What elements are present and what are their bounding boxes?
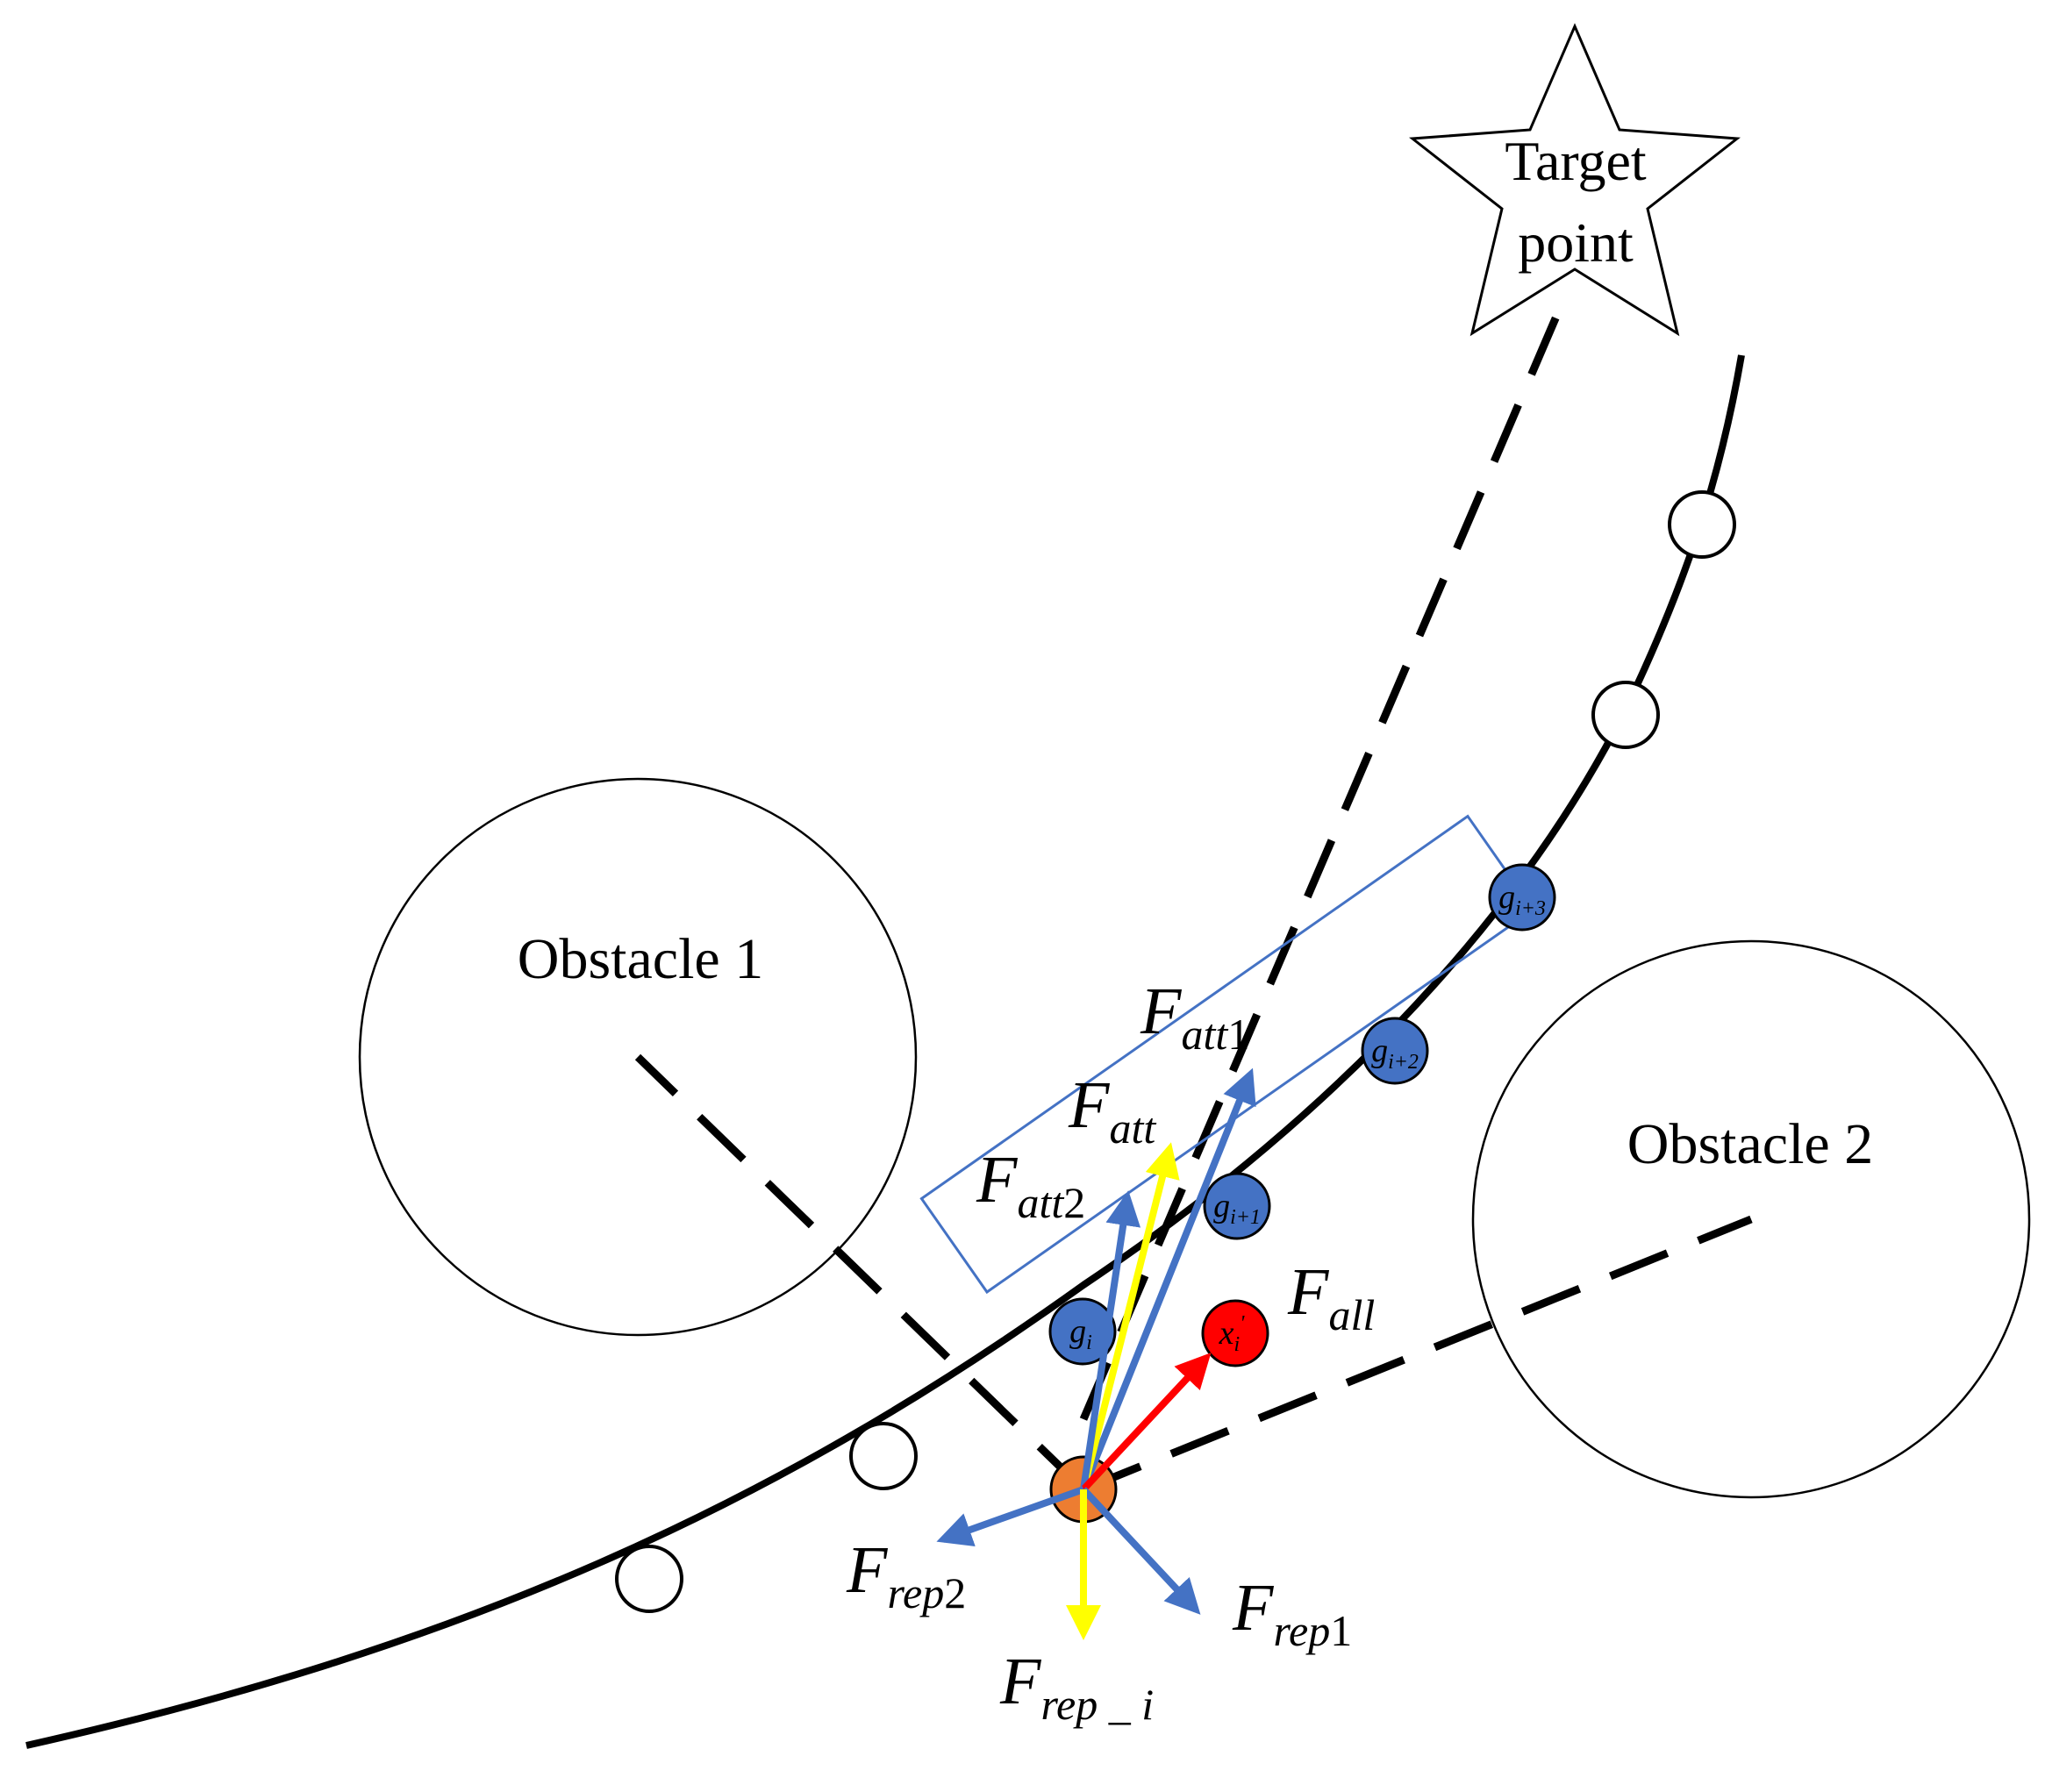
path-curve xyxy=(25,354,1745,1749)
target-star xyxy=(1409,23,1741,337)
dashed-line-to-obstacle-1 xyxy=(634,1053,1087,1493)
arrow-f-all xyxy=(1081,1353,1212,1492)
label-f-rep-i: Frep _ i xyxy=(999,1645,1154,1729)
obstacle-2-label: Obstacle 2 xyxy=(1627,1112,1873,1176)
arrow-f-att2 xyxy=(1080,1190,1141,1490)
node-x-i xyxy=(1201,1299,1269,1367)
arrow-f-att xyxy=(1080,1142,1180,1490)
path-node-white-4 xyxy=(615,1545,683,1613)
label-f-rep2: Frep2 xyxy=(846,1533,966,1617)
arrow-f-rep2 xyxy=(936,1486,1085,1547)
obstacle-2-circle xyxy=(1471,939,2031,1499)
node-g-i2 xyxy=(1361,1017,1429,1085)
label-f-att2: Fatt2 xyxy=(976,1143,1085,1227)
node-g-i-label: gi xyxy=(1069,1313,1092,1354)
dashed-line-to-obstacle-2 xyxy=(1082,1215,1753,1494)
path-node-white-2 xyxy=(1591,681,1660,749)
label-f-att: Fatt xyxy=(1068,1068,1156,1153)
label-f-att1: Fatt1 xyxy=(1140,975,1249,1059)
dashed-line-to-target xyxy=(1079,292,1570,1421)
node-g-i xyxy=(1048,1297,1117,1366)
target-label-line2: point xyxy=(1518,211,1634,274)
node-g-i3-label: gi+3 xyxy=(1498,879,1546,920)
arrow-f-att1 xyxy=(1080,1067,1256,1491)
target-label-line1: Target xyxy=(1505,130,1647,192)
node-x-i-label: xi' xyxy=(1219,1312,1246,1356)
path-node-white-3 xyxy=(849,1422,918,1490)
obstacle-1-label: Obstacle 1 xyxy=(518,927,763,991)
arrow-f-rep1 xyxy=(1081,1487,1201,1615)
path-node-white-1 xyxy=(1668,490,1736,559)
node-g-i3 xyxy=(1488,863,1556,932)
label-f-rep1: Frep1 xyxy=(1232,1571,1352,1655)
node-g-i2-label: gi+2 xyxy=(1371,1032,1419,1074)
obstacle-1-circle xyxy=(358,777,918,1337)
label-f-all: Fall xyxy=(1287,1255,1375,1339)
node-g-i1-label: gi+1 xyxy=(1213,1188,1261,1229)
sliding-window xyxy=(919,814,1535,1295)
node-g-i1 xyxy=(1203,1172,1271,1240)
